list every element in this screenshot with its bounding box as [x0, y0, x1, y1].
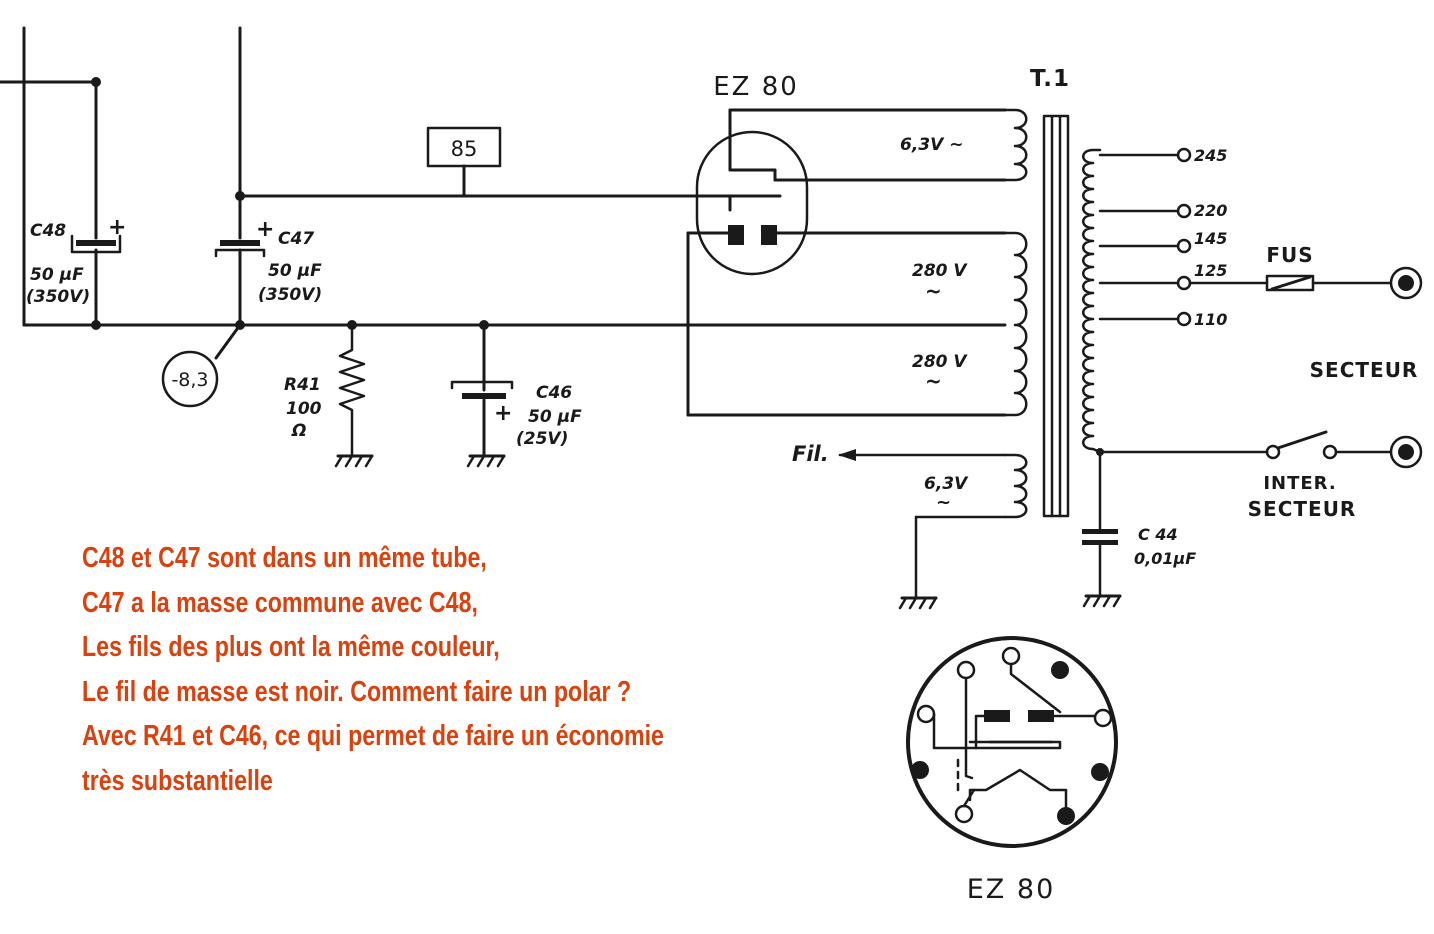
box-85-label: 85	[451, 137, 478, 161]
r41-value: 100	[286, 399, 322, 419]
note-line: C47 a la masse commune avec C48,	[82, 586, 478, 619]
c47-voltage: (350V)	[258, 285, 322, 305]
winding-heater-bottom-tilde: ~	[936, 492, 951, 513]
note-line: Le fil de masse est noir. Comment faire …	[82, 675, 632, 708]
winding-heater-bottom-label: 6,3V	[924, 474, 969, 494]
c47-label: C47	[278, 229, 314, 249]
c44-value: 0,01μF	[1134, 549, 1196, 568]
mains-terminal-bottom	[1389, 435, 1423, 469]
filament-output: Fil.	[792, 442, 1007, 610]
winding-hv2-tilde: ~	[925, 369, 942, 393]
transformer-t1: T.1 6,3V ~ 280 V ~ 280 V ~ 6,3V ~	[900, 66, 1102, 519]
tap-110: 110	[1194, 310, 1227, 329]
c48-label: C48	[30, 221, 66, 241]
winding-hv2-label: 280 V	[912, 352, 968, 372]
c46-voltage: (25V)	[516, 429, 568, 449]
note-line: C48 et C47 sont dans un même tube,	[82, 542, 487, 574]
junction-dot	[235, 191, 245, 201]
tap-245: 245	[1194, 146, 1227, 165]
capacitor-c47: + C47 50 μF (350V)	[214, 217, 322, 305]
mains-terminal-top	[1389, 266, 1423, 300]
ez80-tube-symbol: EZ 80	[686, 72, 1007, 417]
capacitor-c44: C 44 0,01μF	[1082, 448, 1196, 608]
bias-voltage-label: -8,3	[171, 369, 208, 391]
note-line: Les fils des plus ont la même couleur,	[82, 631, 500, 663]
c44-label: C 44	[1138, 525, 1178, 544]
c48-value: 50 μF	[30, 265, 84, 285]
c48-plus: +	[108, 215, 126, 240]
note-line: très substantielle	[82, 764, 273, 797]
primary-taps: 245 220 145 125 110	[1098, 146, 1227, 329]
junction-dot	[235, 320, 245, 330]
r41-label: R41	[284, 375, 321, 395]
transformer-label: T.1	[1030, 66, 1070, 92]
capacitor-c46: + C46 50 μF (25V)	[450, 323, 582, 468]
junction-dot	[91, 77, 101, 87]
c48-voltage: (350V)	[26, 287, 90, 307]
r41-unit: Ω	[291, 421, 306, 441]
c46-plus: +	[494, 401, 512, 426]
tap-125: 125	[1194, 261, 1227, 280]
tube-label-top: EZ 80	[713, 72, 799, 102]
ez80-socket-pinout: EZ 80	[906, 636, 1118, 905]
switch-label-line2: SECTEUR	[1248, 497, 1357, 521]
fil-label: Fil.	[792, 442, 829, 466]
left-filter-section	[0, 26, 1007, 360]
c46-label: C46	[536, 383, 572, 403]
fuse-label: FUS	[1266, 243, 1313, 267]
test-point-85-box: 85	[426, 126, 502, 168]
fuse-and-mains: FUS SECTEUR INTER. SECTEUR	[1098, 243, 1423, 521]
winding-hv1-label: 280 V	[912, 261, 968, 281]
note-line: Avec R41 et C46, ce qui permet de faire …	[82, 720, 664, 752]
bias-voltage-tag: -8,3	[161, 350, 219, 408]
resistor-r41: R41 100 Ω	[284, 323, 374, 468]
winding-heater-top-label: 6,3V ~	[900, 135, 963, 155]
c47-plus: +	[256, 217, 274, 242]
annotation-note: C48 et C47 sont dans un même tube, C47 a…	[82, 536, 690, 803]
tap-220: 220	[1194, 201, 1227, 220]
c46-value: 50 μF	[528, 407, 582, 427]
mains-label: SECTEUR	[1310, 358, 1419, 382]
junction-dot	[91, 320, 101, 330]
tap-145: 145	[1194, 229, 1227, 248]
tube-label-bottom: EZ 80	[967, 874, 1056, 905]
winding-hv1-tilde: ~	[925, 279, 942, 303]
capacitor-c48: C48 + 50 μF (350V)	[26, 215, 126, 307]
c47-value: 50 μF	[268, 261, 322, 281]
switch-label-line1: INTER.	[1263, 473, 1336, 494]
